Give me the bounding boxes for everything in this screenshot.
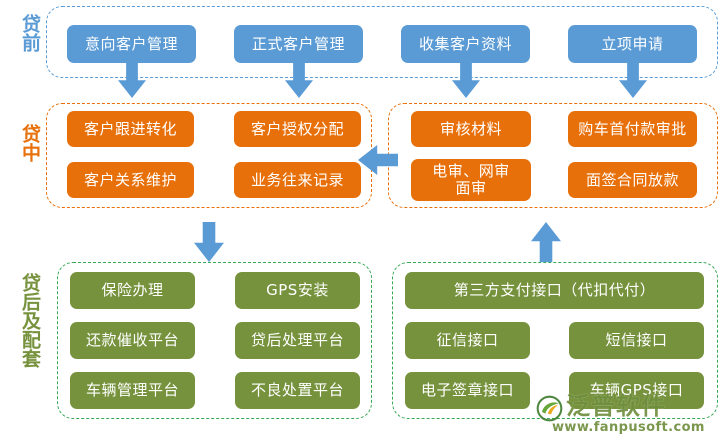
- stage-label-pre-loan: 贷前: [19, 14, 41, 52]
- node-repayment-collection-platform[interactable]: 还款催收平台: [70, 322, 195, 359]
- node-intent-customer-management[interactable]: 意向客户管理: [67, 25, 196, 63]
- node-customer-follow-up-conversion[interactable]: 客户跟进转化: [67, 111, 194, 147]
- node-collect-customer-data[interactable]: 收集客户资料: [401, 25, 530, 63]
- node-vehicle-management-platform[interactable]: 车辆管理平台: [70, 372, 195, 409]
- node-customer-relationship-maintenance[interactable]: 客户关系维护: [67, 162, 194, 198]
- stage-label-in-loan: 贷中: [19, 124, 41, 162]
- node-formal-customer-management[interactable]: 正式客户管理: [234, 25, 363, 63]
- arrow-interfaces-to-inloan: [531, 222, 561, 262]
- node-review-materials[interactable]: 审核材料: [411, 111, 531, 147]
- node-third-party-payment-interface[interactable]: 第三方支付接口（代扣代付）: [405, 272, 704, 309]
- node-sms-interface[interactable]: 短信接口: [569, 322, 704, 359]
- node-post-loan-processing-platform[interactable]: 贷后处理平台: [235, 322, 360, 359]
- node-customer-authorization-allocation[interactable]: 客户授权分配: [234, 111, 361, 147]
- group-post-loan-left: [57, 262, 372, 419]
- node-contract-signing-disbursement[interactable]: 面签合同放款: [568, 162, 697, 198]
- node-phone-online-in-person-review[interactable]: 电审、网审 面审: [411, 159, 531, 201]
- node-electronic-signature-interface[interactable]: 电子签章接口: [405, 372, 530, 409]
- watermark-url: www.fanpusoft.com: [552, 420, 705, 435]
- node-insurance-processing[interactable]: 保险办理: [70, 272, 195, 309]
- node-project-application[interactable]: 立项申请: [568, 25, 697, 63]
- node-credit-reporting-interface[interactable]: 征信接口: [405, 322, 530, 359]
- node-business-transaction-records[interactable]: 业务往来记录: [234, 162, 361, 198]
- group-pre-loan: [46, 6, 718, 78]
- arrow-inloan-to-postloan: [194, 222, 224, 262]
- node-down-payment-approval[interactable]: 购车首付款审批: [568, 111, 697, 147]
- stage-label-post-loan: 贷后及配套: [19, 273, 41, 368]
- node-gps-installation[interactable]: GPS安装: [235, 272, 360, 309]
- node-bad-debt-disposal-platform[interactable]: 不良处置平台: [235, 372, 360, 409]
- node-vehicle-gps-interface[interactable]: 车辆GPS接口: [569, 372, 704, 409]
